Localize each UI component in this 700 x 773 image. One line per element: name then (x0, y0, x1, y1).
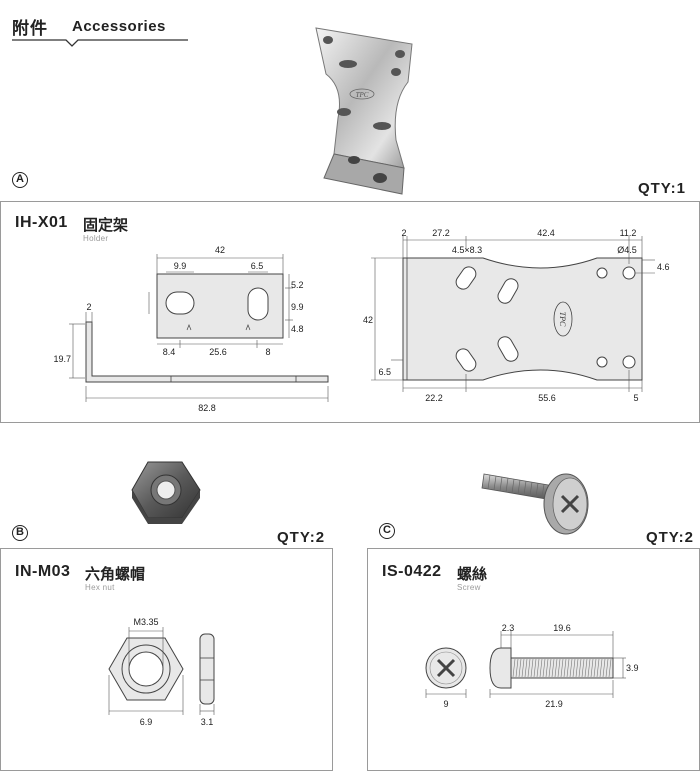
screw-photo (481, 473, 589, 535)
plan-b3-label: 5 (633, 393, 638, 403)
photo-logo: TPC (356, 91, 369, 99)
plan-t-label: 2 (401, 228, 406, 238)
section-c-marker: C (379, 523, 395, 539)
top-slot-a-label: 9.9 (174, 261, 187, 271)
plan-d2-label: 42.4 (537, 228, 555, 238)
nut-width-label: 6.9 (140, 717, 153, 727)
section-b-name-en: Hex nut (85, 583, 115, 592)
top-d3-label: 8 (265, 347, 270, 357)
plan-edge-label: 4.6 (657, 262, 670, 272)
section-a-name-zh: 固定架 (83, 216, 129, 234)
top-d2-label: 25.6 (209, 347, 227, 357)
top-slot-b-label: 6.5 (251, 261, 264, 271)
section-a-marker: A (12, 172, 28, 188)
holder-side-view: 2 19.7 82.8 (53, 302, 329, 413)
plan-b1-label: 22.2 (425, 393, 443, 403)
side-height-label: 19.7 (53, 354, 71, 364)
top-h3-label: 4.8 (291, 324, 304, 334)
plan-margin-label: 6.5 (378, 367, 391, 377)
plan-height-label: 42 (363, 315, 373, 325)
screw-head-label: 2.3 (502, 623, 515, 633)
holder-top-view: 42 9.9 6.5 5.2 9.9 4.8 8.4 25.6 8 (148, 245, 304, 357)
section-c-name-en: Screw (457, 583, 481, 592)
screw-head-dia-label: 9 (443, 699, 448, 709)
hex-nut-photo (131, 461, 201, 524)
plan-b2-label: 55.6 (538, 393, 556, 403)
screw-dia-label: 3.9 (626, 663, 639, 673)
side-thickness-label: 2 (86, 302, 91, 312)
section-b-name-zh: 六角螺帽 (85, 565, 146, 583)
nut-thread-label: M3.35 (133, 617, 158, 627)
section-c-qty: QTY:2 (645, 529, 694, 546)
plan-slot-label: 4.5×8.3 (452, 245, 482, 255)
hex-nut-drawing: M3.35 6.9 3.1 (108, 617, 215, 727)
top-h2-label: 9.9 (291, 302, 304, 312)
section-a-name-en: Holder (83, 234, 109, 243)
section-b-code: IN-M03 (15, 563, 71, 580)
top-width-label: 42 (215, 245, 225, 255)
section-b-panel: IN-M03 六角螺帽 Hex nut M3.35 6.9 3.1 (0, 548, 333, 771)
section-b-marker: B (12, 525, 28, 541)
section-a-panel: IH-X01 固定架 Holder 2 19.7 82.8 42 9 (0, 201, 700, 423)
holder-plan-view: TPC 2 27.2 42.4 11.2 4.5×8.3 Ø4.5 4.6 42… (363, 228, 670, 403)
screw-total-label: 21.9 (545, 699, 563, 709)
plan-logo: TPC (558, 312, 567, 327)
side-length-label: 82.8 (198, 403, 216, 413)
top-h1-label: 5.2 (291, 280, 304, 290)
bracket-photo: TPC (315, 27, 413, 195)
section-b-qty: QTY:2 (277, 529, 326, 546)
plan-d3-label: 11.2 (620, 228, 637, 238)
plan-d1-label: 27.2 (432, 228, 450, 238)
section-c-code: IS-0422 (382, 563, 442, 580)
screw-shank-label: 19.6 (553, 623, 571, 633)
top-d1-label: 8.4 (163, 347, 176, 357)
header-title-en: Accessories (72, 18, 166, 35)
section-c-name-zh: 螺絲 (457, 565, 488, 583)
header-underline (12, 39, 188, 47)
plan-hole-label: Ø4.5 (617, 245, 637, 255)
section-c-panel: IS-0422 螺絲 Screw 9 2.3 19.6 3.9 21.9 (367, 548, 700, 771)
section-a-code: IH-X01 (15, 214, 68, 231)
section-a-qty: QTY:1 (637, 180, 686, 197)
screw-drawing: 9 2.3 19.6 3.9 21.9 (425, 623, 639, 709)
header-title-zh: 附件 (12, 19, 48, 39)
nut-thickness-label: 3.1 (201, 717, 214, 727)
